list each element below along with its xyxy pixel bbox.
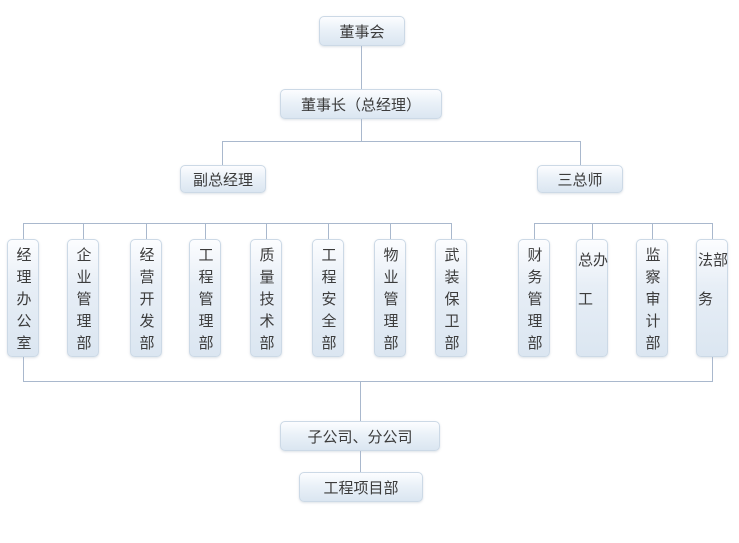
connector-stub: [390, 223, 391, 239]
dept-label: 财务管理部: [525, 247, 543, 357]
node-dept-right-3: 监察审计部: [636, 239, 668, 357]
node-dept-right-4: 法务部: [696, 239, 728, 357]
node-dept-left-1: 经理办公室: [7, 239, 39, 357]
connector-chairman-drop: [361, 119, 362, 141]
connector-left-dept-bus: [23, 223, 451, 224]
dept-label: 物业管理部: [381, 247, 399, 357]
node-board: 董事会: [319, 16, 405, 46]
connector-stub: [83, 223, 84, 239]
connector-stub: [146, 223, 147, 239]
connector-right-dept-bus: [534, 223, 712, 224]
node-dept-right-1: 财务管理部: [518, 239, 550, 357]
node-dept-left-4: 工程管理部: [189, 239, 221, 357]
connector-stub: [592, 223, 593, 239]
connector-stub: [266, 223, 267, 239]
dept-label: 总工办: [576, 252, 608, 330]
node-chairman: 董事长（总经理）: [280, 89, 442, 119]
node-subsidiaries-label: 子公司、分公司: [307, 428, 413, 446]
dept-label: 监察审计部: [643, 247, 661, 357]
connector-stub: [534, 223, 535, 239]
dept-label: 经理办公室: [14, 247, 32, 357]
connector-bottom-bus: [23, 381, 713, 382]
connector-branch-bus: [222, 141, 580, 142]
connector-subsidiaries-project: [360, 451, 361, 472]
node-dept-left-6: 工程安全部: [312, 239, 344, 357]
node-project-dept-label: 工程项目部: [323, 479, 399, 497]
dept-label: 经营开发部: [137, 247, 155, 357]
node-chairman-label: 董事长（总经理）: [300, 96, 421, 114]
connector-stub: [652, 223, 653, 239]
node-dept-left-7: 物业管理部: [374, 239, 406, 357]
node-dept-left-5: 质量技术部: [250, 239, 282, 357]
connector-board-chairman: [361, 46, 362, 89]
node-three-chiefs-label: 三总师: [557, 171, 603, 189]
dept-label: 武装保卫部: [442, 247, 460, 357]
node-project-dept: 工程项目部: [299, 472, 423, 502]
connector-to-subsidiaries: [360, 381, 361, 421]
node-dept-left-2: 企业管理部: [67, 239, 99, 357]
dept-label: 工程安全部: [319, 247, 337, 357]
node-three-chiefs: 三总师: [537, 165, 623, 193]
node-dept-right-2: 总工办: [576, 239, 608, 357]
dept-label: 企业管理部: [74, 247, 92, 357]
node-board-label: 董事会: [339, 23, 385, 41]
connector-left-outer-drop: [23, 357, 24, 382]
node-deputy-gm: 副总经理: [180, 165, 266, 193]
dept-label: 工程管理部: [196, 247, 214, 357]
dept-label: 法务部: [696, 252, 728, 330]
connector-to-deputy-gm: [222, 141, 223, 165]
connector-stub: [451, 223, 452, 239]
connector-to-three-chiefs: [580, 141, 581, 165]
connector-stub: [23, 223, 24, 239]
dept-label: 质量技术部: [257, 247, 275, 357]
connector-stub: [328, 223, 329, 239]
node-deputy-gm-label: 副总经理: [192, 171, 253, 189]
node-dept-left-8: 武装保卫部: [435, 239, 467, 357]
node-subsidiaries: 子公司、分公司: [280, 421, 440, 451]
connector-right-outer-drop: [712, 357, 713, 382]
node-dept-left-3: 经营开发部: [130, 239, 162, 357]
connector-stub: [712, 223, 713, 239]
connector-stub: [205, 223, 206, 239]
